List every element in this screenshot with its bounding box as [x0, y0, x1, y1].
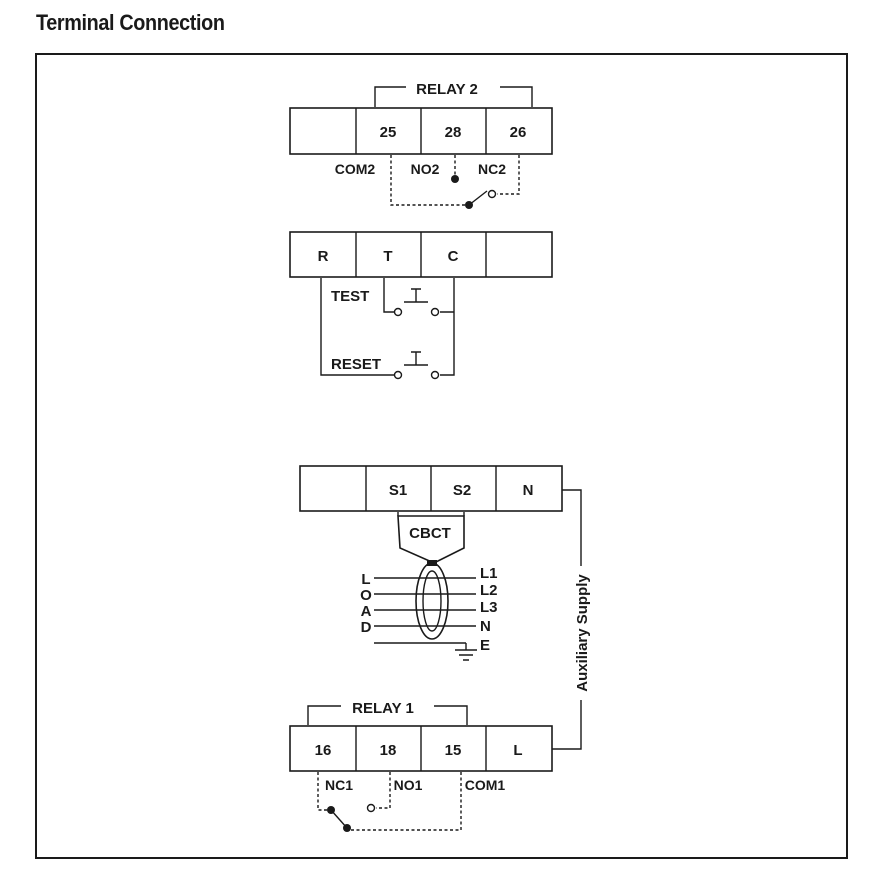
line-label-l3: L3 — [480, 599, 498, 616]
line-label-n: N — [480, 618, 491, 635]
relay1-nc-label: NC1 — [325, 777, 353, 793]
aux-supply-label: Auxiliary Supply — [574, 574, 591, 692]
line-label-l1: L1 — [480, 565, 498, 582]
control-terminal-r: R — [318, 248, 329, 265]
load-letter-a: A — [361, 603, 372, 620]
reset-button-icon — [404, 351, 428, 366]
relay2-nc-label: NC2 — [478, 161, 506, 177]
line-label-l2: L2 — [480, 582, 498, 599]
relay1-terminal-16: 16 — [315, 742, 332, 759]
relay2-nc-contact — [487, 189, 497, 199]
control-group: R T C TEST RESET — [289, 231, 553, 380]
relay1-nc-wire — [317, 772, 328, 811]
test-label: TEST — [331, 288, 369, 305]
relay2-com-wire — [390, 155, 466, 206]
relay2-terminal-25: 25 — [380, 124, 397, 141]
diagram-frame — [35, 53, 848, 859]
relay1-com-wire — [349, 772, 462, 831]
control-terminal-t: T — [383, 248, 392, 265]
relay2-no-contact — [451, 175, 459, 183]
aux-supply-group: Auxiliary Supply — [552, 489, 591, 750]
page-title: Terminal Connection — [36, 10, 225, 35]
cbct-toroid-inner — [422, 570, 442, 632]
relay1-terminal-18: 18 — [380, 742, 397, 759]
relay1-terminal-l: L — [513, 742, 522, 759]
cbct-terminal-s2: S2 — [453, 482, 471, 499]
cbct-box — [397, 515, 465, 564]
reset-contact-right — [430, 370, 440, 380]
relay2-switch-arm — [468, 190, 488, 206]
relay2-group: RELAY 2 25 28 26 COM2 NO2 NC2 — [289, 81, 553, 209]
cbct-terminal-n: N — [523, 482, 534, 499]
control-r-wire — [320, 278, 394, 376]
relay1-label: RELAY 1 — [352, 700, 414, 717]
relay1-bracket — [307, 705, 468, 725]
cbct-group: S1 S2 N CBCT L O A D L1 L2 L3 N E — [299, 465, 563, 661]
test-contact-right — [430, 307, 440, 317]
reset-contact-left — [393, 370, 403, 380]
relay1-group: RELAY 1 16 18 15 L NC1 NO1 COM1 — [289, 700, 553, 832]
aux-supply-wire-top — [562, 489, 582, 566]
relay1-terminal-15: 15 — [445, 742, 462, 759]
test-contact-left — [393, 307, 403, 317]
reset-label: RESET — [331, 356, 381, 373]
relay1-com-label: COM1 — [465, 777, 506, 793]
relay2-terminal-28: 28 — [445, 124, 462, 141]
control-t-wire — [383, 278, 394, 313]
relay2-no-label: NO2 — [411, 161, 440, 177]
earth-wire — [374, 642, 477, 661]
relay1-no-label: NO1 — [394, 777, 423, 793]
control-c-wire — [440, 278, 455, 376]
test-button-icon — [404, 288, 428, 303]
relay1-switch-arm — [330, 809, 348, 829]
relay2-nc-wire — [497, 155, 520, 195]
control-terminal-c: C — [448, 248, 459, 265]
relay2-bracket — [374, 86, 533, 107]
relay2-terminal-26: 26 — [510, 124, 527, 141]
load-letter-d: D — [361, 619, 372, 636]
load-letter-o: O — [360, 587, 372, 604]
relay1-no-wire — [376, 772, 391, 809]
relay2-com-label: COM2 — [335, 161, 376, 177]
relay1-no-contact — [366, 803, 376, 813]
aux-supply-wire-bottom — [552, 700, 582, 750]
relay2-label: RELAY 2 — [416, 81, 478, 98]
line-label-e: E — [480, 637, 490, 654]
cbct-terminal-s1: S1 — [389, 482, 407, 499]
load-letter-l: L — [361, 571, 370, 588]
cbct-label: CBCT — [409, 525, 451, 542]
cbct-toroid-outer — [415, 562, 449, 640]
